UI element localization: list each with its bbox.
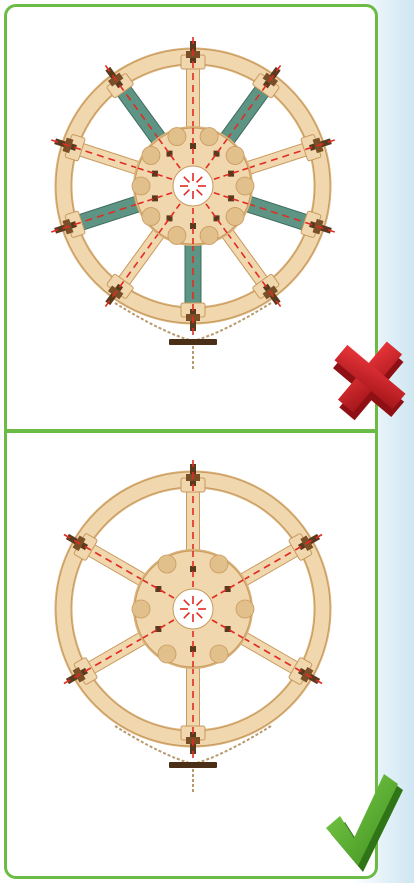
hub-notch [158,645,176,663]
hub-notch [226,208,244,226]
check-icon [326,774,403,872]
hub-notch [132,600,150,618]
hub-notch [226,146,244,164]
hub-notch [142,146,160,164]
cord-handle [169,762,217,768]
hub-peg [228,171,234,177]
hub-notch [168,226,186,244]
cross-icon [313,323,414,436]
hub-notch [168,128,186,146]
hub-notch [200,128,218,146]
hub-notch [158,555,176,573]
hub-notch [236,600,254,618]
wheel-six-spokes [56,460,330,794]
axle-hole [173,589,213,629]
hub-peg [228,195,234,201]
cord-handle [169,339,217,345]
hub-notch [210,555,228,573]
axle-hole [173,166,213,206]
hub-notch [200,226,218,244]
hub-peg [152,195,158,201]
wheel-ten-spokes [48,37,339,371]
hub-notch [236,177,254,195]
hub-peg [152,171,158,177]
hub-notch [142,208,160,226]
hub-notch [210,645,228,663]
hub-notch [132,177,150,195]
